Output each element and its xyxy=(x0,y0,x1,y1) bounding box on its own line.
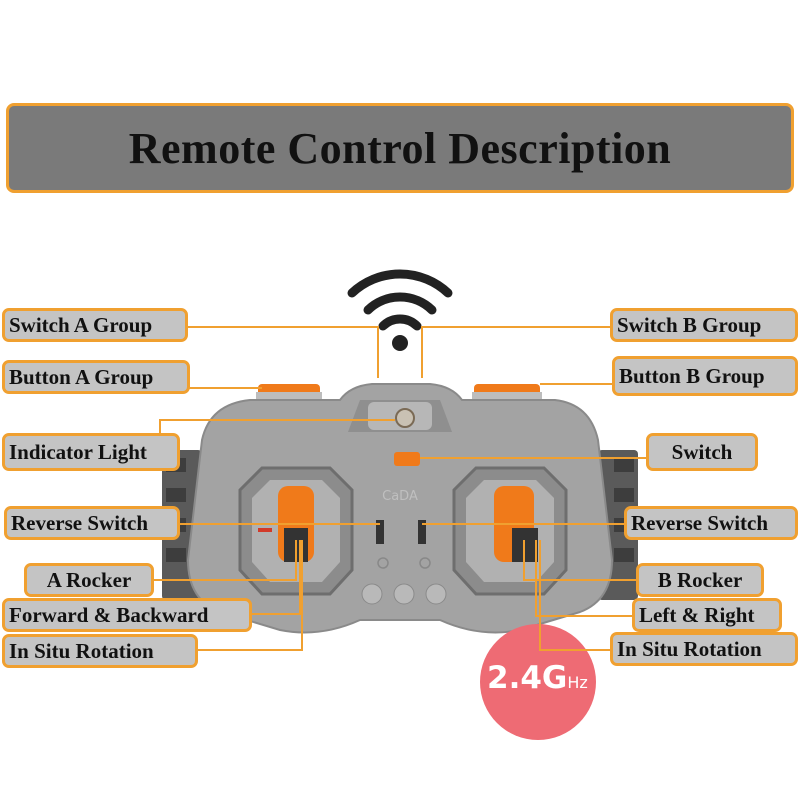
indicator-light xyxy=(395,408,415,428)
label-text: Switch xyxy=(671,439,733,464)
label-text: Switch A Group xyxy=(9,312,153,337)
frequency-badge xyxy=(480,624,596,740)
frequency-value: 2.4G xyxy=(487,660,568,696)
reverse-switch-a xyxy=(376,520,384,544)
label-b-rocker: B Rocker xyxy=(636,563,764,597)
label-text: Button A Group xyxy=(9,364,154,389)
label-text: Left & Right xyxy=(639,602,755,627)
reverse-switch-b xyxy=(418,520,426,544)
label-button-b-group: Button B Group xyxy=(612,356,798,396)
label-text: B Rocker xyxy=(657,567,743,592)
wifi-icon xyxy=(347,269,453,351)
label-in-situ-rotation-a: In Situ Rotation xyxy=(2,634,198,668)
label-reverse-switch-b: Reverse Switch xyxy=(624,506,798,540)
frequency-label: 2.4GHz xyxy=(487,660,597,696)
label-in-situ-rotation-b: In Situ Rotation xyxy=(610,632,798,666)
page-title: Remote Control Description xyxy=(128,123,672,173)
label-text: In Situ Rotation xyxy=(9,638,154,663)
frequency-unit: Hz xyxy=(567,673,588,692)
label-switch: Switch xyxy=(646,433,758,471)
label-left-right: Left & Right xyxy=(632,598,782,632)
title-banner: Remote Control Description xyxy=(6,103,794,193)
label-text: In Situ Rotation xyxy=(617,636,762,661)
device-logo: CaDA xyxy=(382,489,418,504)
label-indicator-light: Indicator Light xyxy=(2,433,180,471)
label-button-a-group: Button A Group xyxy=(2,360,190,394)
label-text: Button B Group xyxy=(619,363,765,388)
label-forward-backward: Forward & Backward xyxy=(2,598,252,632)
label-text: Indicator Light xyxy=(9,439,147,464)
label-text: Reverse Switch xyxy=(631,510,769,535)
label-text: Reverse Switch xyxy=(11,510,149,535)
power-switch xyxy=(394,452,420,466)
label-text: A Rocker xyxy=(46,567,132,592)
label-switch-b-group: Switch B Group xyxy=(610,308,798,342)
label-text: Switch B Group xyxy=(617,312,762,337)
label-text: Forward & Backward xyxy=(9,602,209,627)
label-reverse-switch-a: Reverse Switch xyxy=(4,506,180,540)
label-a-rocker: A Rocker xyxy=(24,563,154,597)
label-switch-a-group: Switch A Group xyxy=(2,308,188,342)
